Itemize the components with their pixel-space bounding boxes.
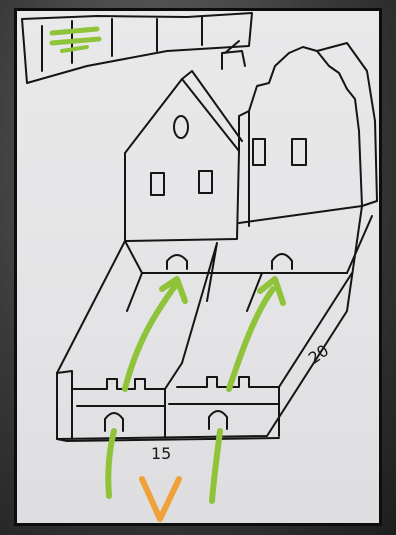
width-label: 15 bbox=[151, 444, 171, 463]
courtyard-walls bbox=[57, 206, 372, 441]
building-sketch: 15 20 bbox=[17, 11, 379, 523]
background-building bbox=[22, 13, 252, 83]
orange-v-mark bbox=[142, 479, 179, 519]
left-gabled-house bbox=[125, 71, 242, 241]
right-stepped-house bbox=[222, 41, 377, 226]
depth-label: 20 bbox=[305, 341, 333, 368]
sketch-paper: 15 20 bbox=[14, 8, 382, 526]
